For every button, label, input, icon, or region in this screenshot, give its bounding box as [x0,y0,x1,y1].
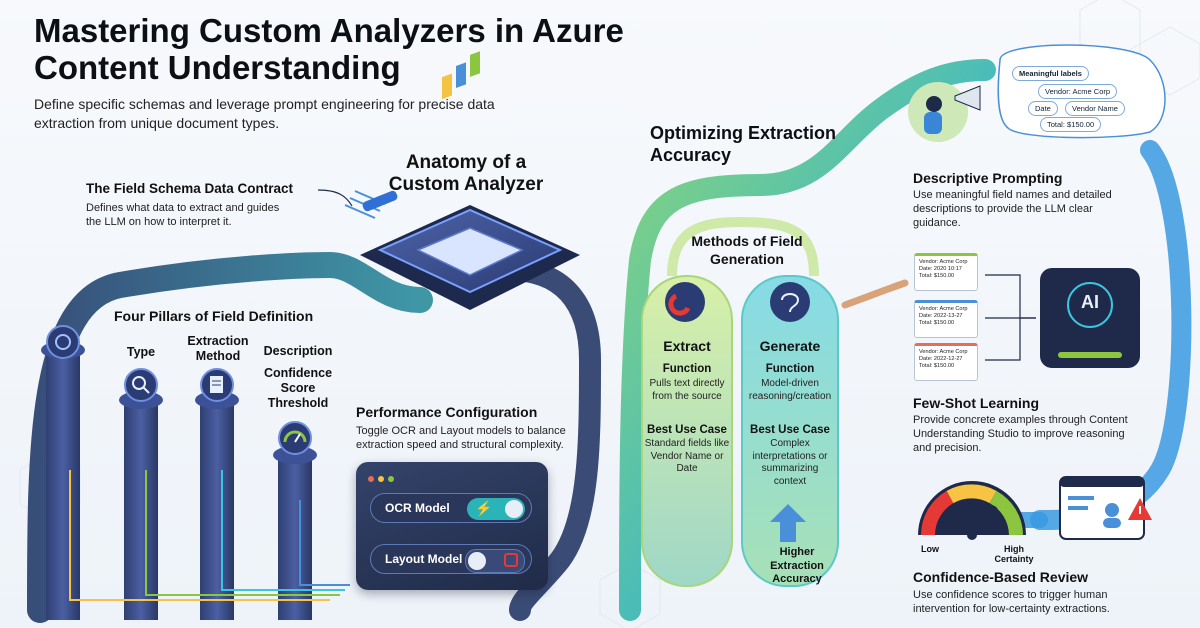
gauge-high-label: High Certainty [994,544,1034,564]
layout-switch-knob [468,552,486,570]
card-line: Date: 2020 10:17 [919,266,962,272]
extract-function-label: Function [662,363,712,375]
gauge-low-label: Low [921,544,939,554]
performance-title: Performance Configuration [356,404,538,420]
brain-icon [780,292,800,312]
generate-title: Generate [759,338,821,354]
extract-use-label: Best Use Case [647,424,727,436]
chip-illustration [344,51,580,310]
card-line: Date: 2022-12-27 [919,356,963,362]
pillar-label-type: Type [126,345,156,359]
example-card: Vendor: Acme Corp Date: 2022-12-27 Total… [914,343,978,381]
pillar-label-extraction-method: Extraction Method [187,334,249,363]
pillar-label-description: Description [263,344,333,358]
methods-title: Methods of Field Generation [691,233,803,267]
descriptive-prompting-title: Descriptive Prompting [913,170,1063,186]
magnet-icon [675,292,695,312]
few-shot-title: Few-Shot Learning [913,395,1039,411]
bubble-chip-total: Total: $150.00 [1040,117,1102,132]
ai-label: AI [1081,292,1099,312]
extract-function-text: Pulls text directly from the source [649,378,725,402]
confidence-review-desc: Use confidence scores to trigger human i… [913,589,1110,615]
lightning-icon: ⚡ [475,500,493,516]
generate-function-text: Model-driven reasoning/creation [748,378,832,402]
page-subtitle: Define specific schemas and leverage pro… [34,96,495,131]
optimizing-title: Optimizing Extraction Accuracy [650,123,837,165]
layout-model-toggle[interactable]: Layout Model [370,544,532,574]
pillars-title: Four Pillars of Field Definition [114,308,314,324]
ocr-switch-knob [505,500,523,518]
window-dots [368,469,398,487]
card-line: Total: $150.00 [919,320,955,326]
card-line: Total: $150.00 [919,273,955,279]
card-line: Vendor: Acme Corp [919,349,968,355]
higher-accuracy-label: Higher Extraction Accuracy [770,546,824,585]
gauge-illustration [918,481,1026,540]
pillars-illustration [41,325,350,620]
layout-icon [504,553,518,567]
card-line: Vendor: Acme Corp [919,259,968,265]
bubble-chip-meaningful-labels: Meaningful labels [1012,66,1089,81]
performance-desc: Toggle OCR and Layout models to balance … [356,425,566,451]
bubble-chip-vendor-name: Vendor Name [1065,101,1125,116]
ocr-model-toggle[interactable]: OCR Model ⚡ [370,493,532,523]
ocr-switch[interactable]: ⚡ [467,498,525,520]
card-line: Vendor: Acme Corp [919,306,968,312]
card-line: Total: $150.00 [919,363,955,369]
bubble-chip-date: Date [1028,101,1058,116]
descriptive-prompting-desc: Use meaningful field names and detailed … [913,189,1112,229]
generate-use-text: Complex interpretations or summarizing c… [752,438,828,487]
few-shot-desc: Provide concrete examples through Conten… [913,414,1128,454]
confidence-review-title: Confidence-Based Review [913,569,1089,585]
bubble-chip-vendor: Vendor: Acme Corp [1038,84,1118,99]
pillar-label-confidence-threshold: Confidence Score Threshold [263,366,333,410]
example-card: Vendor: Acme Corp Date: 2020 10:17 Total… [914,253,978,291]
ocr-model-label: OCR Model [385,501,450,515]
generate-function-label: Function [765,363,815,375]
anatomy-title: Anatomy of a Custom Analyzer [388,152,544,195]
field-schema-desc: Defines what data to extract and guides … [86,202,280,228]
page-title: Mastering Custom Analyzers in Azure Cont… [34,12,624,86]
generate-use-label: Best Use Case [750,424,830,436]
layout-switch[interactable] [465,549,525,573]
field-schema-title: The Field Schema Data Contract [86,181,294,196]
extract-title: Extract [663,338,711,354]
example-card: Vendor: Acme Corp Date: 2022-13-27 Total… [914,300,978,338]
layout-model-label: Layout Model [385,552,463,566]
card-line: Date: 2022-13-27 [919,313,963,319]
extract-use-text: Standard fields like Vendor Name or Date [644,438,730,474]
